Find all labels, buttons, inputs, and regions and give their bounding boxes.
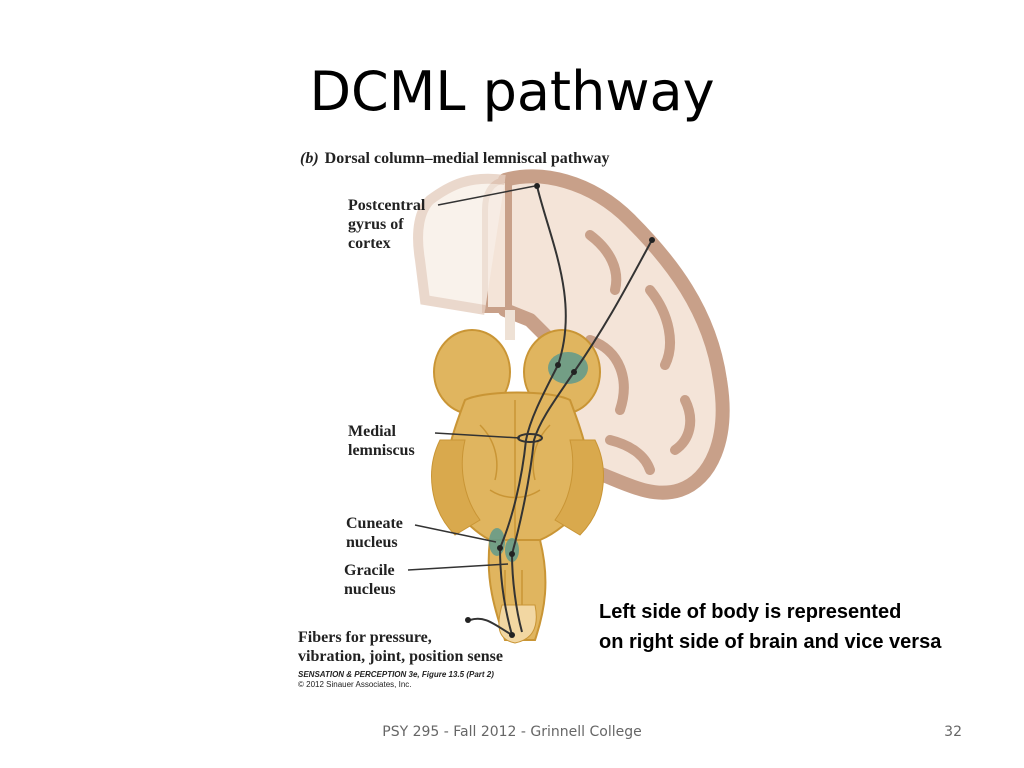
figure-credit: SENSATION & PERCEPTION 3e, Figure 13.5 (…: [298, 670, 494, 690]
pathway-fibers: [469, 185, 653, 636]
leader-lines: [407, 185, 536, 571]
credit-line-1: SENSATION & PERCEPTION 3e, Figure 13.5 (…: [298, 670, 494, 679]
synapse-dots: [465, 183, 655, 638]
page-number: 32: [944, 724, 962, 740]
figure-caption: (b) Dorsal column–medial lemniscal pathwa…: [300, 150, 610, 168]
dcml-figure: (b) Dorsal column–medial lemniscal pathwa…: [290, 140, 750, 700]
note-line-2: on right side of brain and vice versa: [599, 631, 942, 653]
footer-course: PSY 295 - Fall 2012 - Grinnell College: [382, 724, 642, 740]
label-cuneate-nucleus: Cuneate nucleus: [346, 515, 403, 551]
note-line-1: Left side of body is represented: [599, 601, 902, 623]
label-fibers: Fibers for pressure, vibration, joint, p…: [298, 629, 503, 665]
contralateral-note: Left side of body is represented on righ…: [599, 597, 941, 657]
label-gracile-nucleus: Gracile nucleus: [344, 562, 396, 598]
brain-illustration: [407, 169, 730, 644]
slide-title: DCML pathway: [309, 60, 715, 123]
label-medial-lemniscus: Medial lemniscus: [348, 423, 415, 459]
credit-line-2: © 2012 Sinauer Associates, Inc.: [298, 680, 412, 689]
brainstem: [431, 329, 604, 644]
caption-text: Dorsal column–medial lemniscal pathway: [324, 150, 610, 167]
label-postcentral-gyrus: Postcentral gyrus of cortex: [348, 197, 426, 252]
panel-letter: (b): [300, 150, 319, 167]
